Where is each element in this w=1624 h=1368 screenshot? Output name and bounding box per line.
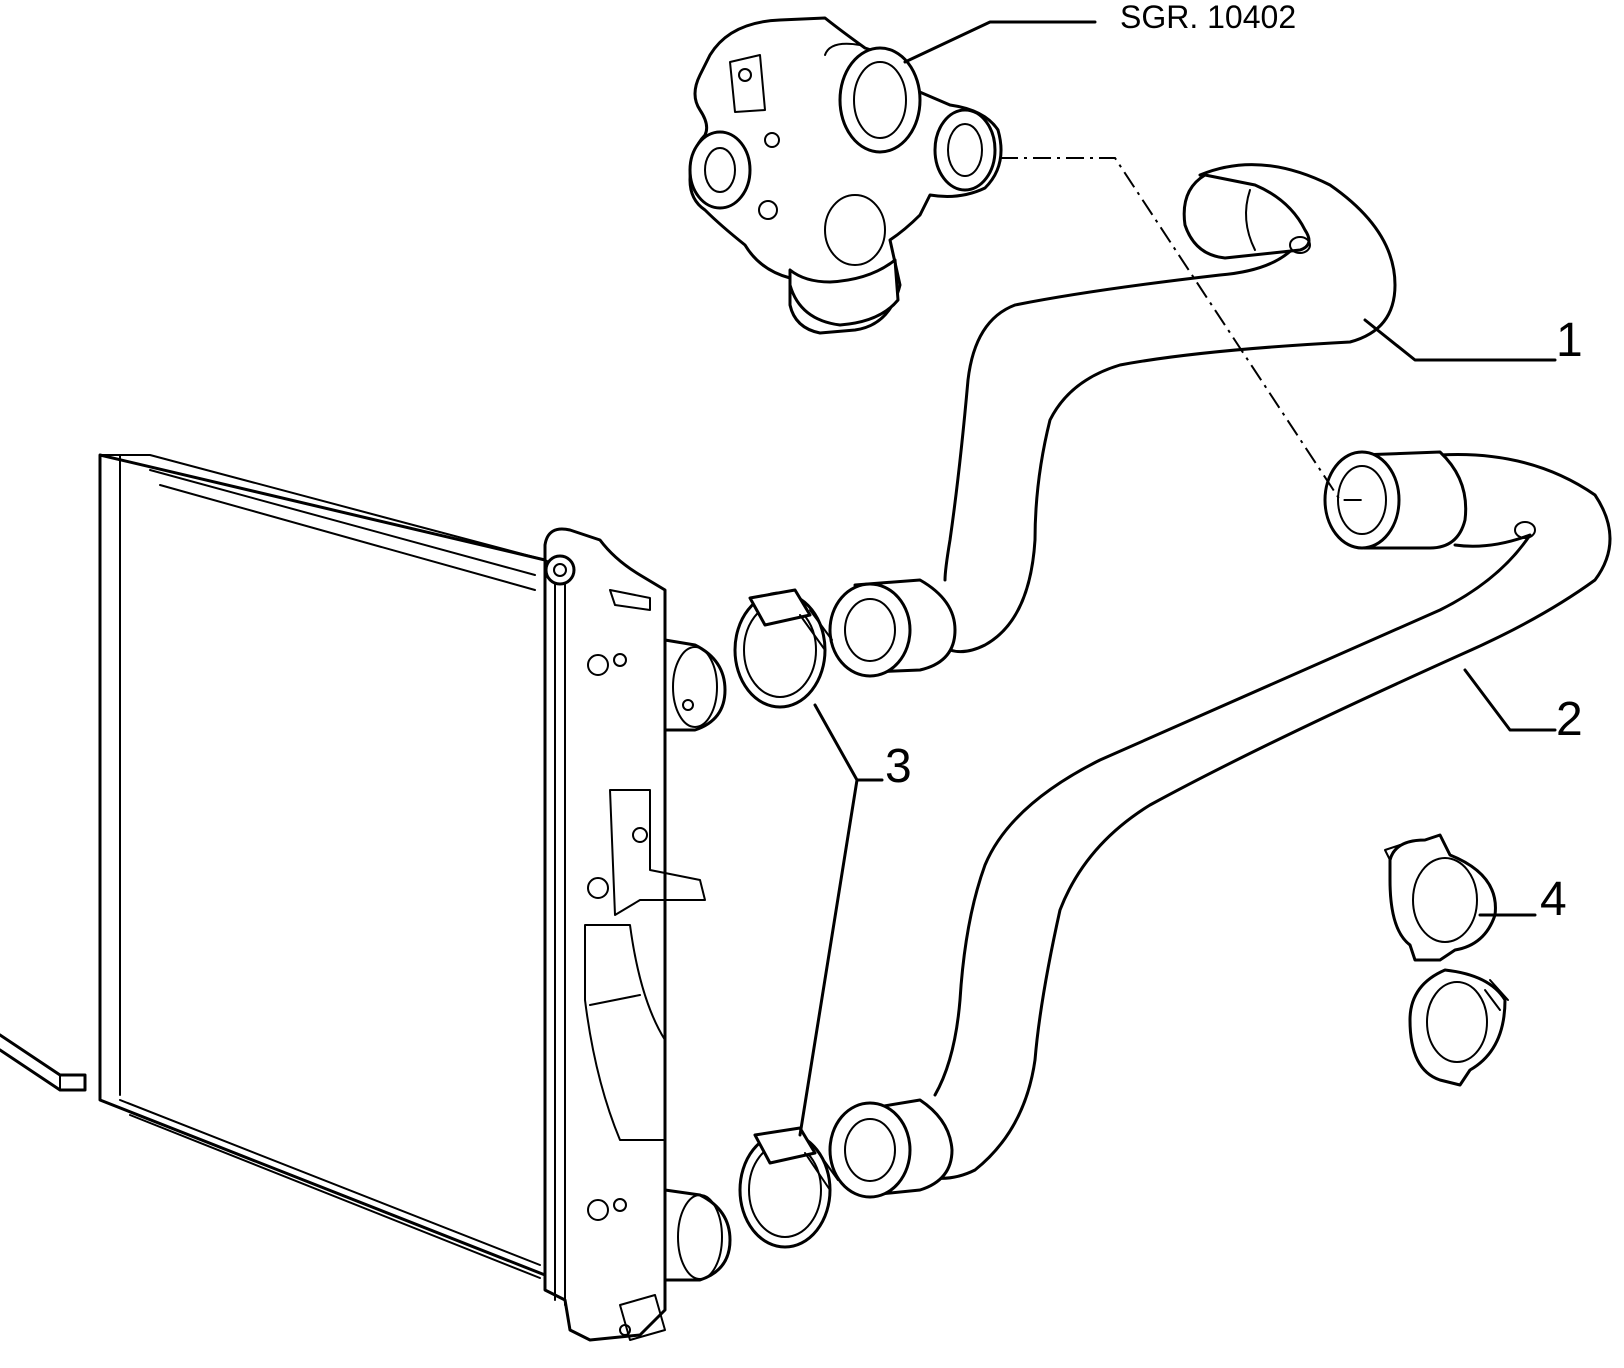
callout-1: 1 [1556, 314, 1583, 367]
double-hose-clip [1384, 833, 1509, 1087]
leader-lines [798, 20, 1557, 1137]
hose-1 [828, 163, 1397, 678]
callout-2: 2 [1556, 693, 1583, 746]
callout-3: 3 [885, 740, 912, 793]
assembly-axis-line [1000, 157, 1365, 501]
thermostat-housing [688, 16, 1003, 335]
hose-2 [828, 450, 1612, 1199]
hose-clamp-upper [733, 588, 833, 709]
radiator [0, 453, 732, 1342]
reference-group-label: SGR. 10402 [1120, 0, 1296, 35]
callout-4: 4 [1540, 873, 1567, 926]
hose-clamp-lower [738, 1126, 839, 1249]
